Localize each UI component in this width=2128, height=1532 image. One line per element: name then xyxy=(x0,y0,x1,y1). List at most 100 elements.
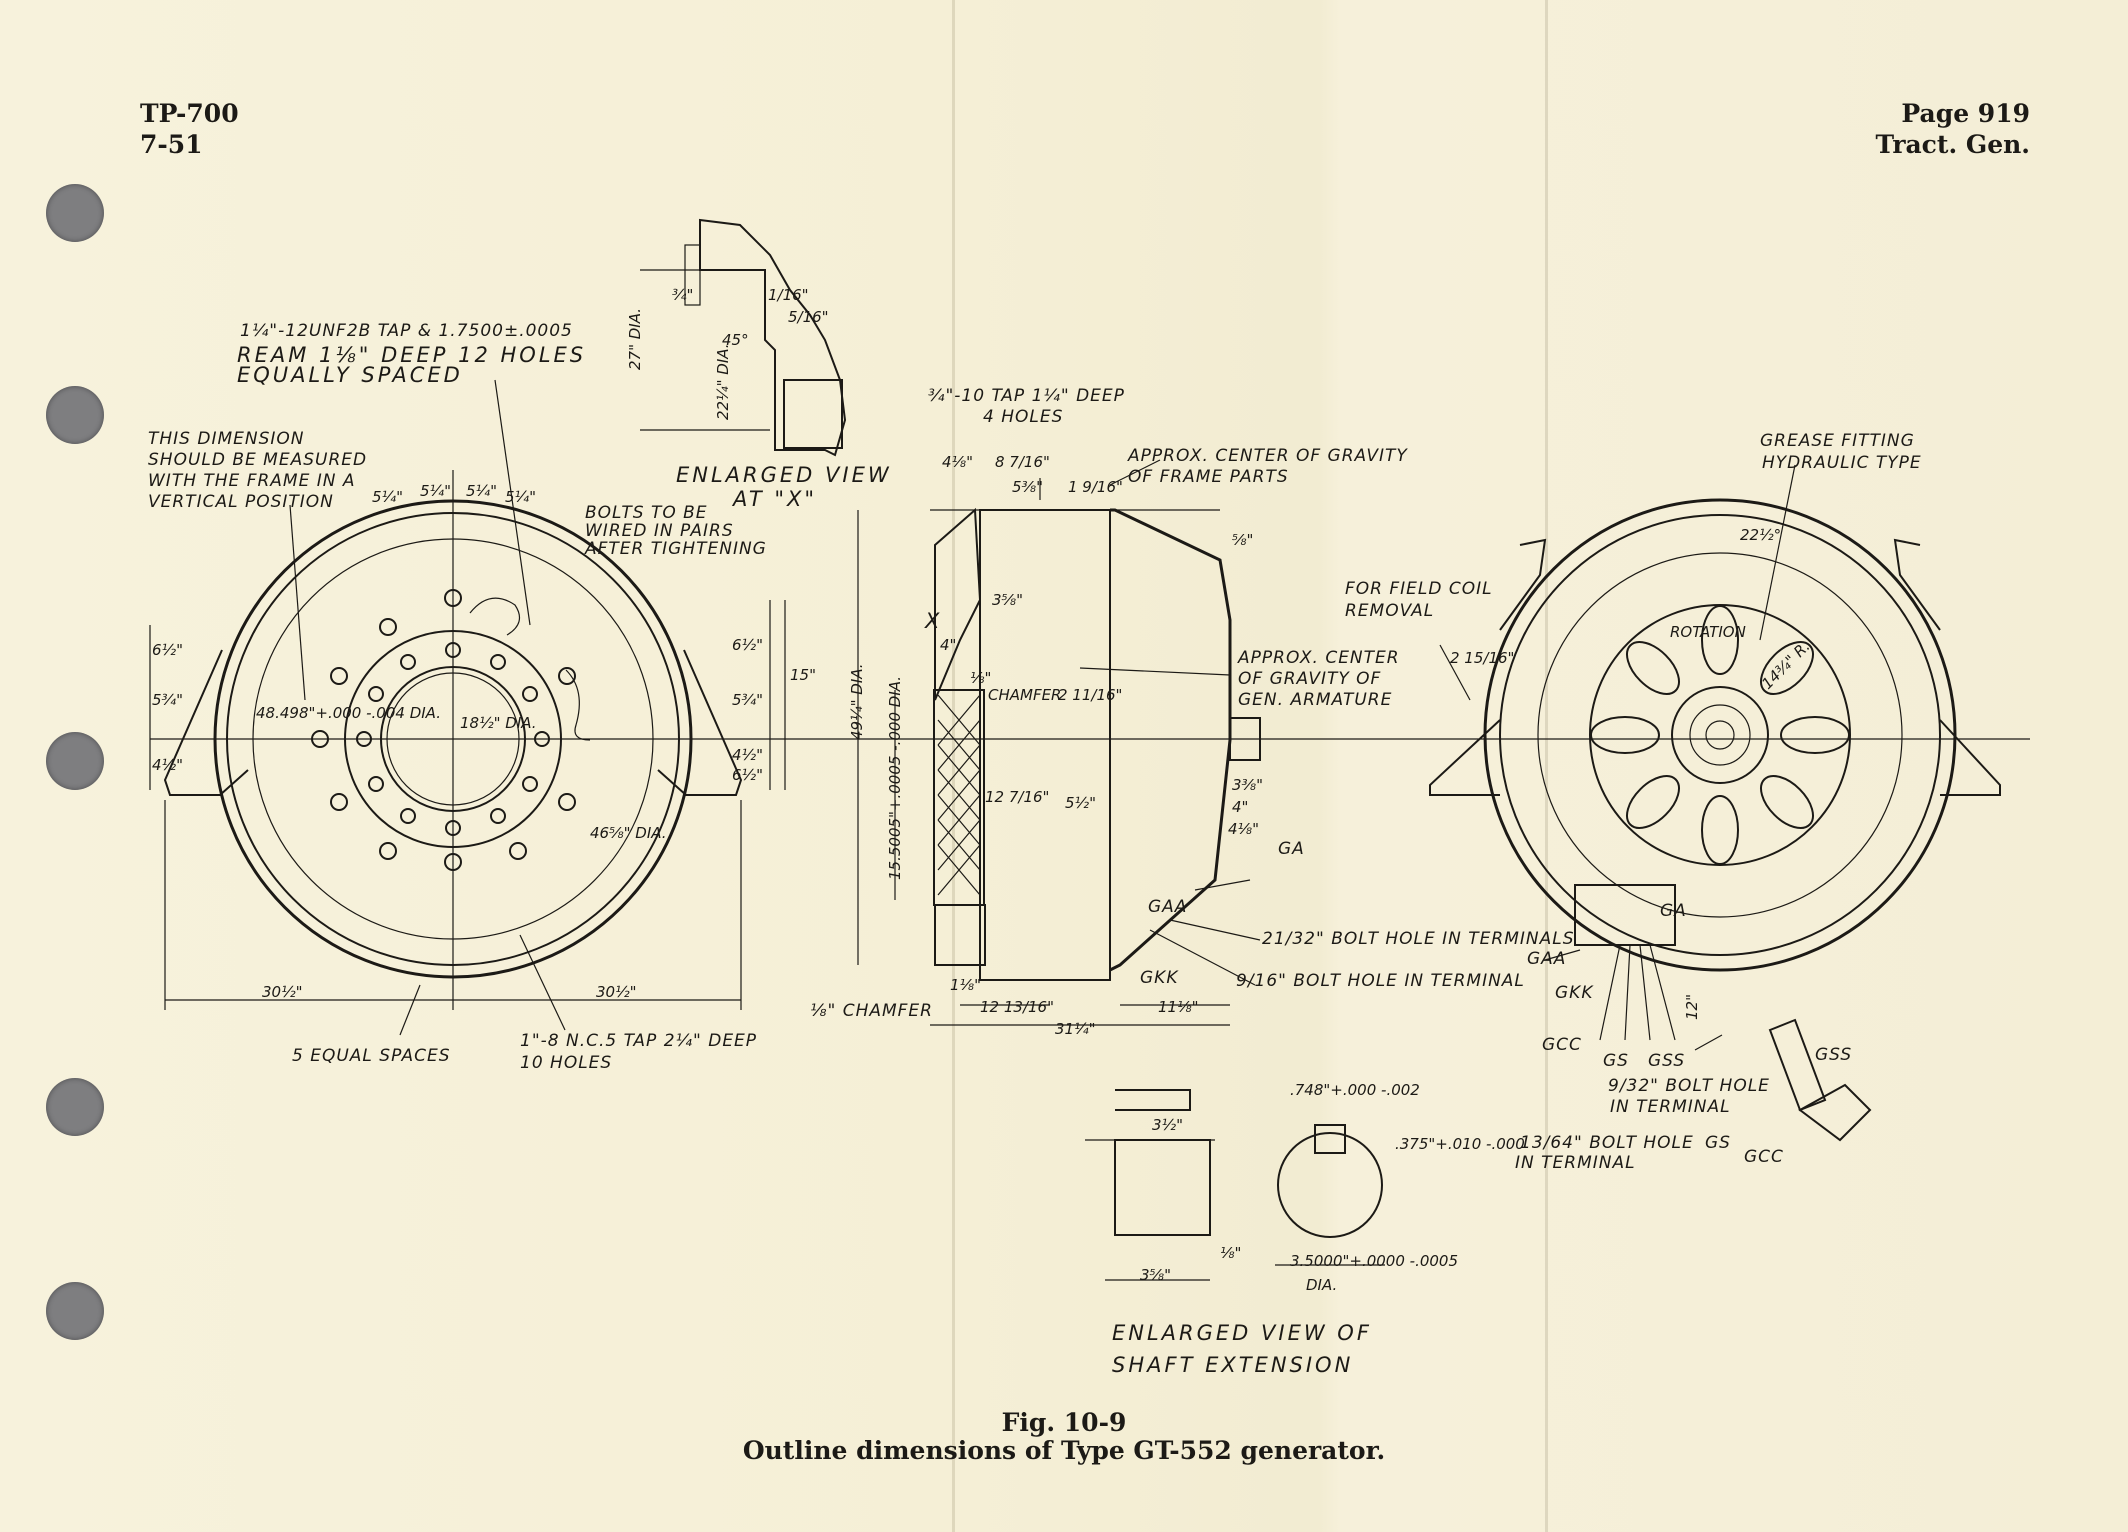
tap-hole xyxy=(368,776,384,792)
bolt-circle-dia-dim: 46⅝" DIA. xyxy=(590,824,667,842)
tap-hole xyxy=(445,642,461,658)
bore-circle xyxy=(380,666,526,812)
shaft-dim-3-5-8: 3⅝" xyxy=(1140,1266,1171,1284)
tap-holes xyxy=(356,642,550,836)
side-dim-1-8: ⅛" xyxy=(970,669,991,687)
side-dim-12-13-16: 12 13/16" xyxy=(980,998,1054,1016)
shaft-dia: 3.5000"+.0000 -.0005 xyxy=(1290,1252,1458,1270)
tap-note-3: EQUALLY SPACED xyxy=(237,363,463,387)
doc-id: TP-700 7-51 xyxy=(140,98,239,160)
tap-hole xyxy=(534,731,550,747)
side-dia-49: 49¼" DIA. xyxy=(848,663,866,740)
tap-hole xyxy=(400,654,416,670)
tap-hole xyxy=(490,808,506,824)
side-base xyxy=(934,904,986,966)
x-section-lip xyxy=(684,244,701,306)
side-dim-1-1-8: 1⅛" xyxy=(950,976,981,994)
left-dim-4: 4½" xyxy=(152,756,183,774)
tap-hole xyxy=(522,686,538,702)
side-dim-4: 4" xyxy=(940,636,956,654)
tap-hole xyxy=(400,808,416,824)
right-dim-15: 15" xyxy=(790,666,816,684)
fan-slot xyxy=(1760,641,1814,695)
cg-arm-2: OF GRAVITY OF xyxy=(1238,669,1381,689)
right-dim-6: 6½" xyxy=(732,636,763,654)
rear-gkk: GKK xyxy=(1555,983,1594,1003)
bolt-hole xyxy=(311,730,329,748)
bolt-hole xyxy=(558,667,576,685)
x-section-plug xyxy=(783,379,843,449)
x-dim-1-16: 1/16" xyxy=(768,286,809,304)
rear-lug-right xyxy=(1893,538,1941,631)
rear-dim-12: 12" xyxy=(1683,994,1701,1020)
bore-dia-dim: 18½" DIA. xyxy=(460,714,537,732)
doc-date: 7-51 xyxy=(140,130,203,159)
fan-slot xyxy=(1626,775,1680,829)
binder-hole-1 xyxy=(46,184,104,242)
width-right-dim: 30½" xyxy=(596,983,637,1001)
spacing-dim: 5¼" xyxy=(372,488,403,506)
measure-note-3: WITH THE FRAME IN A xyxy=(148,471,356,491)
bolts-note-1: BOLTS TO BE xyxy=(585,503,708,523)
rear-inner-rim xyxy=(1537,552,1903,918)
bolt-hole xyxy=(509,842,527,860)
side-dim-4b: 4" xyxy=(1232,798,1248,816)
terminal-leads xyxy=(1599,944,1676,1041)
rear-gaa: GAA xyxy=(1527,949,1566,969)
front-view xyxy=(149,379,2030,1036)
side-dim-1-9-16: 1 9/16" xyxy=(1068,478,1123,496)
right-dim-6b: 6½" xyxy=(732,766,763,784)
side-gkk: GKK xyxy=(1140,968,1179,988)
rotation-label: ROTATION xyxy=(1670,623,1746,641)
frame-dia-dim: 48.498"+.000 -.004 DIA. xyxy=(256,704,441,722)
bolt-hole xyxy=(558,793,576,811)
shaft-extension xyxy=(1085,1089,1385,1281)
shaft-dim-1-8: ⅛" xyxy=(1220,1244,1241,1262)
right-foot xyxy=(657,649,743,796)
shaft-depth: .375"+.010 -.000 xyxy=(1395,1135,1525,1153)
rear-hub-outer xyxy=(1589,604,1851,866)
page-number: Page 919 xyxy=(1901,99,2030,128)
lock-wire xyxy=(565,669,591,741)
side-bolt-9: 9/16" BOLT HOLE IN TERMINAL xyxy=(1236,971,1525,991)
field-coil-2: REMOVAL xyxy=(1345,601,1434,621)
rear-outer-circle xyxy=(1483,498,1957,972)
side-frame-left xyxy=(979,509,1111,981)
rear-bolt-13-2: IN TERMINAL xyxy=(1515,1153,1636,1173)
leader xyxy=(1169,919,1261,941)
lock-wire xyxy=(469,597,521,636)
side-dim-3-5-8: 3⅝" xyxy=(992,591,1023,609)
side-tap-1: ¾"-10 TAP 1¼" DEEP xyxy=(928,386,1125,406)
spacing-dim: 5¼" xyxy=(420,482,451,500)
leader xyxy=(494,379,531,626)
shaft-section-circle xyxy=(1277,1132,1383,1238)
page-fold-right xyxy=(1545,0,1548,1532)
measure-note-1: THIS DIMENSION xyxy=(148,429,305,449)
side-flange xyxy=(934,507,982,701)
terminal-box xyxy=(1574,884,1676,946)
side-bolt-21: 21/32" BOLT HOLE IN TERMINALS xyxy=(1262,929,1575,949)
x-angle: 45° xyxy=(722,331,749,349)
bolt-hole xyxy=(444,853,462,871)
tap-note-1: 1¼"-12UNF2B TAP & 1.7500±.0005 xyxy=(240,321,573,341)
leader xyxy=(1149,929,1256,986)
x-dia-27: 27" DIA. xyxy=(626,308,644,370)
side-frame-right xyxy=(1109,508,1232,972)
x-view-title-1: ENLARGED VIEW xyxy=(676,463,892,487)
shaft-key-top xyxy=(1115,1089,1191,1111)
bore-inner-circle xyxy=(386,672,520,806)
shaft-key-width: .748"+.000 -.002 xyxy=(1290,1081,1420,1099)
leader xyxy=(1194,879,1251,891)
measure-note-2: SHOULD BE MEASURED xyxy=(148,450,367,470)
shaft-keyway xyxy=(1314,1124,1346,1154)
width-left-dim: 30½" xyxy=(262,983,303,1001)
bolt-ring-outer xyxy=(344,630,562,848)
spacing-dim: 5¼" xyxy=(466,482,497,500)
equal-spaces-note: 5 EQUAL SPACES xyxy=(292,1046,451,1066)
side-chamfer-small: CHAMFER xyxy=(988,686,1061,704)
right-dim-4: 4½" xyxy=(732,746,763,764)
grille-mesh xyxy=(937,694,981,896)
side-dim-11-1-8: 11⅛" xyxy=(1158,998,1199,1016)
